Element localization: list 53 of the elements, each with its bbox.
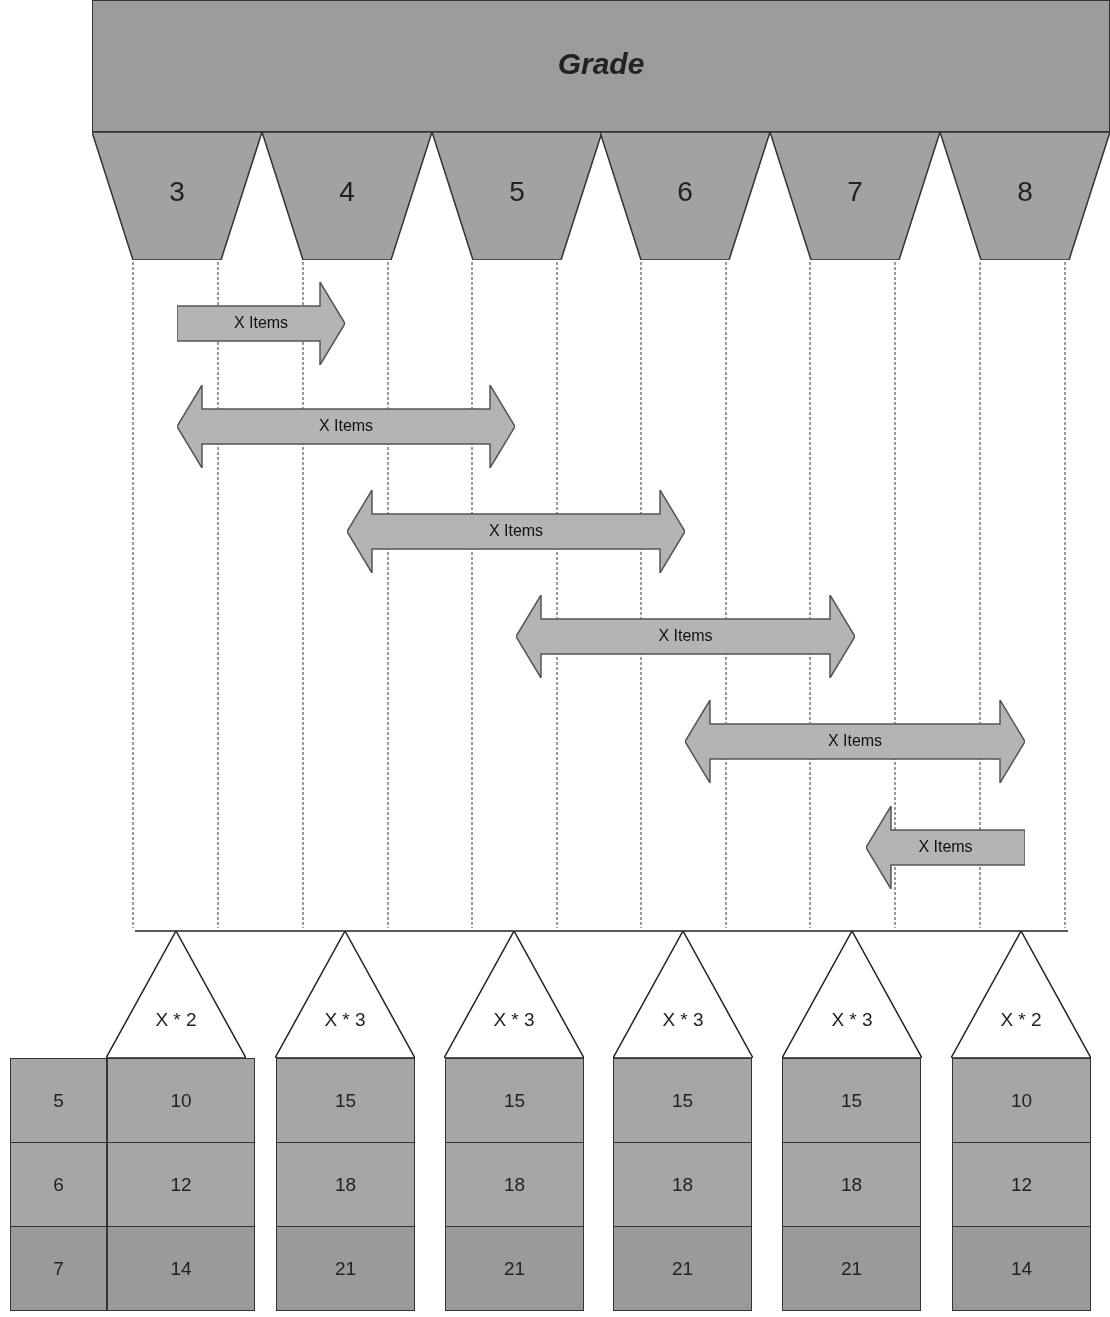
grade-span-marker xyxy=(177,385,515,468)
table-cell: 12 xyxy=(952,1142,1091,1227)
multiplier-triangle xyxy=(782,931,922,1058)
table-cell: 6 xyxy=(10,1142,107,1227)
table-cell: 15 xyxy=(782,1058,921,1143)
table-cell: 15 xyxy=(445,1058,584,1143)
grade-span-marker xyxy=(177,282,345,365)
multiplier-label: X * 3 xyxy=(492,1009,536,1031)
table-cell: 21 xyxy=(276,1226,415,1311)
table-cell: 7 xyxy=(10,1226,107,1311)
grade-span-marker xyxy=(866,806,1025,889)
grade-span-marker xyxy=(516,595,855,678)
grade-number: 8 xyxy=(1016,176,1034,208)
table-cell: 18 xyxy=(613,1142,752,1227)
table-cell: 18 xyxy=(445,1142,584,1227)
span-label: X Items xyxy=(487,521,545,540)
table-cell: 21 xyxy=(445,1226,584,1311)
grade-header-band xyxy=(92,0,1110,132)
table-cell: 21 xyxy=(613,1226,752,1311)
table-cell: 14 xyxy=(107,1226,255,1311)
table-cell: 5 xyxy=(10,1058,107,1143)
grade-number: 3 xyxy=(168,176,186,208)
multiplier-label: X * 3 xyxy=(661,1009,705,1031)
grade-number: 6 xyxy=(676,176,694,208)
grade-span-marker xyxy=(347,490,685,573)
table-cell: 10 xyxy=(952,1058,1091,1143)
grade-number: 7 xyxy=(846,176,864,208)
multiplier-label: X * 3 xyxy=(830,1009,874,1031)
multiplier-label: X * 2 xyxy=(154,1009,198,1031)
table-cell: 15 xyxy=(276,1058,415,1143)
table-cell: 18 xyxy=(782,1142,921,1227)
span-label: X Items xyxy=(317,416,375,435)
multiplier-triangle xyxy=(275,931,415,1058)
span-label: X Items xyxy=(826,731,884,750)
multiplier-triangle xyxy=(444,931,584,1058)
grade-number: 4 xyxy=(338,176,356,208)
table-cell: 18 xyxy=(276,1142,415,1227)
multiplier-label: X * 2 xyxy=(999,1009,1043,1031)
span-label: X Items xyxy=(232,313,290,332)
span-label: X Items xyxy=(657,626,714,645)
table-cell: 12 xyxy=(107,1142,255,1227)
table-cell: 15 xyxy=(613,1058,752,1143)
header-title: Grade xyxy=(556,47,646,81)
grade-span-marker xyxy=(685,700,1025,783)
multiplier-triangle xyxy=(613,931,753,1058)
multiplier-triangle xyxy=(951,931,1091,1058)
multiplier-label: X * 3 xyxy=(323,1009,367,1031)
table-cell: 10 xyxy=(107,1058,255,1143)
table-cell: 14 xyxy=(952,1226,1091,1311)
span-label: X Items xyxy=(917,837,974,856)
multiplier-triangle xyxy=(106,931,246,1058)
grade-number: 5 xyxy=(508,176,526,208)
table-cell: 21 xyxy=(782,1226,921,1311)
